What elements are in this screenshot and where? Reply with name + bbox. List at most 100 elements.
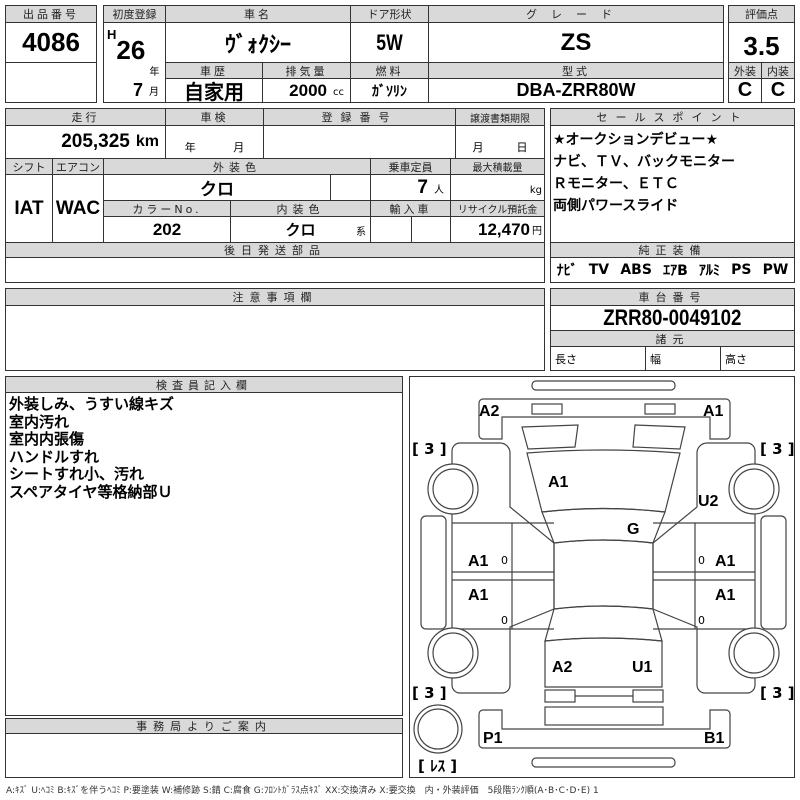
int-color-value: クロ xyxy=(285,221,316,239)
door-zero: 0 xyxy=(501,554,508,567)
equipment-label: 純正装備 xyxy=(550,242,795,258)
chassis-cell: ZRR80-0049102 xyxy=(550,305,795,331)
equipment-item: TV xyxy=(588,262,610,278)
notes-label: 注意事項欄 xyxy=(5,288,545,306)
car-name-cell: ｳﾞｫｸｼｰ xyxy=(165,22,351,63)
inspection-label: 車検 xyxy=(165,108,264,126)
int-color-unit: 系 xyxy=(356,227,366,238)
plate-label: 登録番号 xyxy=(263,108,456,126)
transfer-label: 譲渡書類期限 xyxy=(455,108,545,126)
fuel-cell: ｶﾞｿﾘﾝ xyxy=(350,78,429,103)
fuel-value: ｶﾞｿﾘﾝ xyxy=(372,83,407,100)
notes-value xyxy=(5,305,545,371)
grade-value: ZS xyxy=(560,28,592,56)
int-score-label: 内装 xyxy=(761,62,795,79)
history-cell: 自家用 xyxy=(165,78,263,103)
displacement-cell: 2000 cc xyxy=(262,78,351,103)
ext-color-cell: クロ xyxy=(103,174,331,201)
import-b xyxy=(411,216,451,243)
shift-cell: IAT xyxy=(5,174,53,243)
reg-year-cell: H 26 年 xyxy=(103,22,166,79)
shift-value: IAT xyxy=(14,197,44,219)
tire-tread-rear-right: [ 3 ] xyxy=(760,684,795,702)
office-label: 事務局よりご案内 xyxy=(5,718,403,734)
specs-label: 諸元 xyxy=(550,330,795,347)
mark-rear-left: A2 xyxy=(552,659,573,676)
legend: A:ｷｽﾞ U:ﾍｺﾐ B:ｷｽﾞを伴うﾍｺﾐ P:要塗装 W:補修跡 S:錆 … xyxy=(6,786,599,796)
int-color-cell: クロ 系 xyxy=(230,216,371,243)
displacement-value: 2000 xyxy=(289,80,327,100)
sales-point-line: ★オークションデビュー★ xyxy=(553,132,719,148)
score-value: 3.5 xyxy=(743,31,780,61)
door-cell: 5W xyxy=(350,22,429,63)
recycle-value: 12,470 xyxy=(478,219,530,239)
reg-month-unit: 月 xyxy=(149,87,159,98)
reg-year-unit: 年 xyxy=(149,67,160,78)
mileage-value: 205,325 xyxy=(61,131,130,152)
score-label: 評価点 xyxy=(728,5,795,23)
aircon-cell: WAC xyxy=(52,174,104,243)
chassis-value: ZRR80-0049102 xyxy=(603,305,742,330)
inspector-line: 室内汚れ xyxy=(9,412,70,431)
int-score: C xyxy=(770,79,786,101)
mileage-unit: km xyxy=(135,133,159,150)
inspector-label: 検査員記入欄 xyxy=(5,376,403,393)
mileage-label: 走行 xyxy=(5,108,166,126)
later-parts-value xyxy=(5,257,545,283)
transfer-day-unit: 日 xyxy=(516,141,528,154)
inspector-notes: 外装しみ、うすい線キズ 室内汚れ 室内内張傷 ハンドルすれ シートすれ小、汚れ … xyxy=(5,392,403,716)
car-name-label: 車名 xyxy=(165,5,351,23)
specs-width: 幅 xyxy=(645,346,721,371)
later-parts-label: 後日発送部品 xyxy=(5,242,545,258)
ext-score: C xyxy=(737,79,753,101)
transfer-cell: 月日 xyxy=(455,125,545,159)
tire-tread-front-right: [ 3 ] xyxy=(760,440,795,458)
capacity-value: 7 xyxy=(417,176,428,198)
reg-era: H xyxy=(107,27,117,42)
lot-blank xyxy=(5,62,97,103)
history-label: 車歴 xyxy=(165,62,263,79)
inspection-year-unit: 年 xyxy=(184,141,196,154)
tire-tread-front-left: [ 3 ] xyxy=(412,440,447,458)
model-value: DBA-ZRR80W xyxy=(516,80,636,100)
plate-value xyxy=(263,125,456,159)
inspection-month-unit: 月 xyxy=(233,141,245,154)
color-no-value: 202 xyxy=(152,219,182,239)
import-a xyxy=(370,216,412,243)
mark-windshield: G xyxy=(627,521,640,538)
int-color-label: 内装色 xyxy=(230,200,371,217)
max-load-unit: kg xyxy=(529,185,542,196)
lot-number: 4086 xyxy=(5,22,97,63)
car-name: ｳﾞｫｸｼｰ xyxy=(224,31,291,57)
recycle-unit: 円 xyxy=(532,226,542,237)
reg-year: 26 xyxy=(116,35,146,65)
ext-score-cell: C xyxy=(728,78,762,103)
mark-front-left: A2 xyxy=(479,403,500,420)
mark-right-front-door: A1 xyxy=(715,553,736,570)
grade-cell: ZS xyxy=(428,22,724,63)
lot-label: 出品番号 xyxy=(5,5,97,23)
inspector-line: スペアタイヤ等格納部Ｕ xyxy=(9,482,173,501)
displacement-unit: cc xyxy=(333,87,344,98)
equipment-item: ｱﾙﾐ xyxy=(698,263,720,279)
int-score-cell: C xyxy=(761,78,795,103)
office-value xyxy=(5,733,403,778)
damage-diagram: A2 A1 A1 G U2 A1 A1 A1 A1 A2 U1 P1 B1 0 … xyxy=(409,376,795,778)
equipment-item: ﾅﾋﾞ xyxy=(556,263,578,279)
inspector-line: 外装しみ、うすい線キズ xyxy=(9,395,175,413)
mark-rear-right: U1 xyxy=(632,659,653,676)
color-no-cell: 202 xyxy=(103,216,231,243)
color-no-label: カラーNo. xyxy=(103,200,231,217)
door-zero: 0 xyxy=(501,614,508,627)
grade-label: グレード xyxy=(428,5,724,23)
equipment-list: ﾅﾋﾞ TV ABS ｴｱB ｱﾙﾐ PS PW xyxy=(550,257,795,283)
equipment-item: ｴｱB xyxy=(663,263,688,279)
equipment-item: ABS xyxy=(620,262,652,278)
equipment-item: PW xyxy=(762,262,789,278)
door-label: ドア形状 xyxy=(350,5,429,23)
mark-front-right: A1 xyxy=(703,403,724,420)
inspector-line: ハンドルすれ xyxy=(9,447,100,466)
mark-rear-bumper-right: B1 xyxy=(704,730,725,747)
sales-points: ★オークションデビュー★ ナビ、ＴＶ、バックモニター Ｒモニター、ＥＴＣ 両側パ… xyxy=(550,125,795,243)
